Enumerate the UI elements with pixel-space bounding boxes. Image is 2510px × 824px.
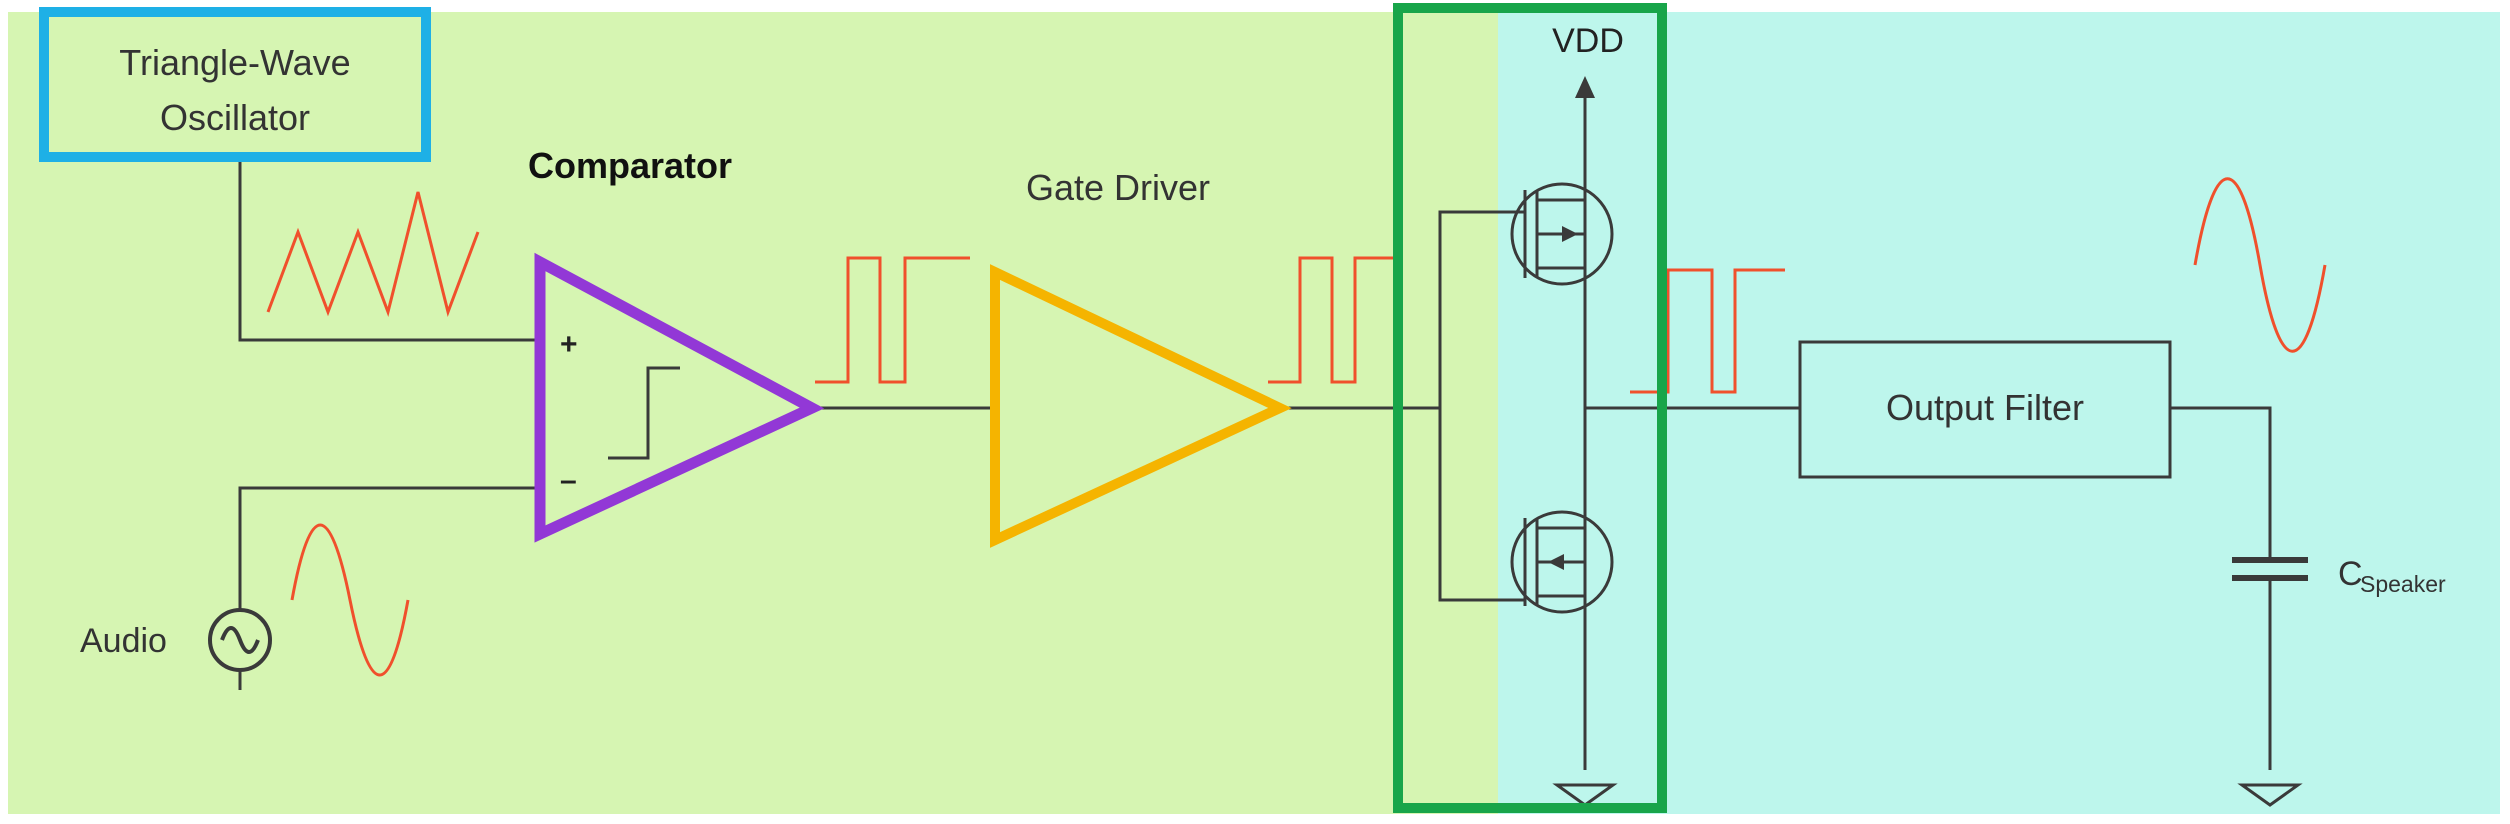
triangle-waveform <box>266 191 480 318</box>
comparator-step-icon <box>608 366 680 460</box>
output-filter-box <box>1798 340 2172 479</box>
wires <box>238 80 2272 770</box>
low-side-mosfet-icon <box>1505 510 1614 614</box>
audio-sine-waveform <box>290 523 410 677</box>
pwm-waveform-3 <box>1630 268 1785 394</box>
low-side-mosfet-arrow <box>1548 554 1564 570</box>
switch-stage-box <box>1393 3 1667 813</box>
pwm-waveform-1 <box>815 256 970 384</box>
comparator-triangle <box>534 252 825 543</box>
plus-input-label: + <box>560 328 578 361</box>
oscillator-label-line2: Oscillator <box>160 97 310 138</box>
vdd-arrow-icon <box>1575 76 1595 98</box>
capacitor-icon <box>2232 557 2308 581</box>
input-stage-region <box>8 12 1498 814</box>
gate-driver-label: Gate Driver <box>1026 167 1210 208</box>
minus-input-label: – <box>560 464 577 497</box>
audio-label: Audio <box>80 622 167 660</box>
waveforms <box>266 177 2327 677</box>
capacitor-label: C <box>2338 555 2363 593</box>
audio-source-icon <box>208 608 272 672</box>
oscillator-label-line1: Triangle-Wave <box>119 42 350 83</box>
capacitor-label-subscript: Speaker <box>2360 571 2446 597</box>
vdd-label: VDD <box>1552 22 1624 60</box>
gate-driver-triangle <box>990 264 1292 548</box>
oscillator-box <box>39 7 431 162</box>
high-side-mosfet-icon <box>1505 182 1614 286</box>
output-filter-label: Output Filter <box>1886 387 2084 428</box>
comparator-label: Comparator <box>528 145 732 186</box>
output-sine-waveform <box>2193 177 2327 353</box>
high-side-mosfet-arrow <box>1562 226 1578 242</box>
pwm-waveform-2 <box>1268 256 1395 384</box>
ground-icon-output <box>2237 783 2303 807</box>
